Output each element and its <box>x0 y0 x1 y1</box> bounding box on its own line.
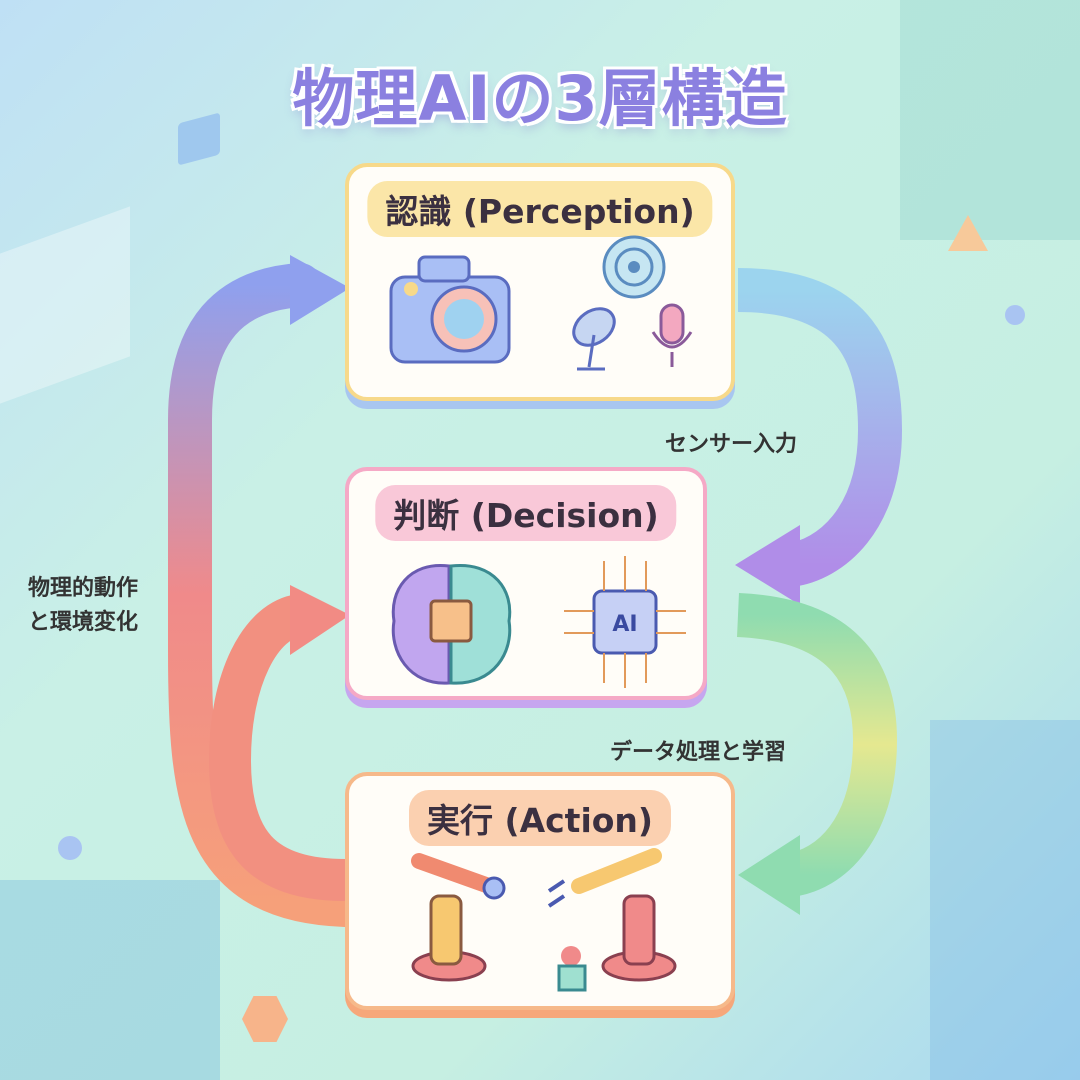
arrow-perception-to-decision <box>737 268 903 587</box>
flow-label-line: 物理的動作 <box>28 576 139 601</box>
background-shape <box>0 880 220 1080</box>
robot-arm-icon <box>547 848 677 982</box>
radar-icon <box>602 235 666 299</box>
flow-label-sensor-input: センサー入力 <box>665 432 798 457</box>
decision-card: 判断 (Decision) AI <box>345 467 707 700</box>
action-icons <box>411 848 677 992</box>
arrow-decision-to-action <box>736 593 898 897</box>
arrowhead <box>735 525 800 605</box>
layer-label: 実行 (Action) <box>408 790 672 846</box>
camera-icon <box>389 255 511 364</box>
layer-label: 判断 (Decision) <box>375 485 677 541</box>
pyramid-decoration <box>948 215 988 251</box>
arrowhead <box>738 835 800 915</box>
page-title: 物理AIの3層構造 <box>292 62 788 135</box>
flow-label-physical-action: 物理的動作 と環境変化 <box>28 572 138 640</box>
dot-decoration <box>58 836 82 860</box>
robot-arm-icon <box>411 853 506 982</box>
satellite-dish-icon <box>572 307 616 371</box>
perception-card: 認識 (Perception) <box>345 163 735 401</box>
flow-label-line: と環境変化 <box>28 610 139 635</box>
brain-icon <box>391 563 512 685</box>
cube-object-icon <box>557 946 587 992</box>
flow-label-data-processing: データ処理と学習 <box>610 740 787 765</box>
background-shape <box>930 720 1080 1080</box>
ai-chip-icon: AI <box>564 556 686 688</box>
decision-icons: AI <box>391 556 686 688</box>
arrow-action-to-perception <box>168 263 367 927</box>
perception-icons <box>389 235 693 371</box>
background-shape <box>900 0 1080 240</box>
arrowhead <box>290 255 350 325</box>
chip-text: AI <box>612 612 637 637</box>
action-card: 実行 (Action) <box>345 772 735 1010</box>
arrow-action-to-decision <box>208 594 346 901</box>
dot-decoration <box>1005 305 1025 325</box>
layer-label: 認識 (Perception) <box>367 181 713 237</box>
arrowhead <box>290 585 350 655</box>
microphone-icon <box>651 303 693 367</box>
